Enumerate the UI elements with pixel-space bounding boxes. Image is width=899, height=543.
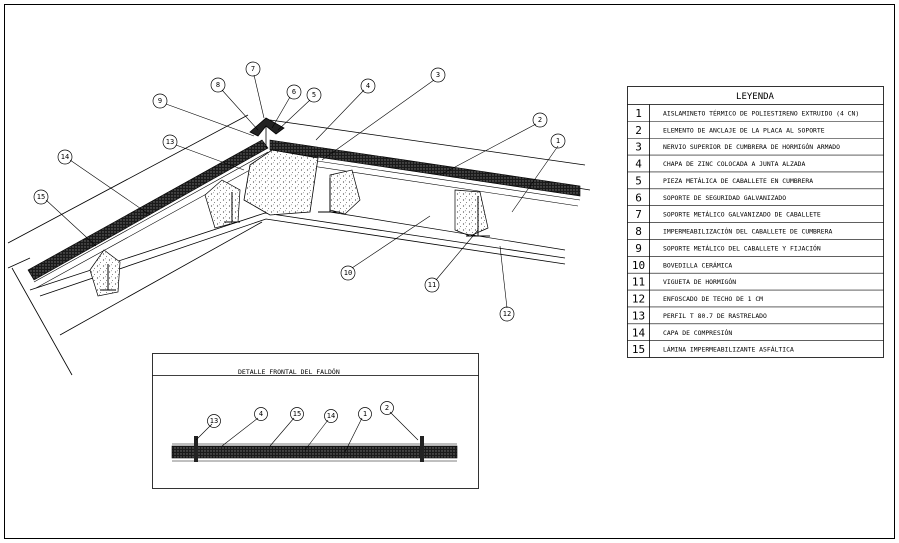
detail-callout-2: 2 — [385, 404, 389, 412]
drawing-frame — [4, 4, 895, 539]
legend-item-number: 14 — [632, 326, 646, 339]
legend-item-text: CHAPA DE ZINC COLOCADA A JUNTA ALZADA — [663, 160, 806, 168]
legend-item-number: 9 — [635, 242, 642, 255]
callout-3: 3 — [436, 71, 440, 79]
roof-section-drawing — [7, 114, 591, 376]
callout-5: 5 — [312, 91, 316, 99]
legend-item-number: 8 — [635, 225, 642, 238]
callout-10: 10 — [344, 269, 352, 277]
callout-2: 2 — [538, 116, 542, 124]
legend-item-text: PERFIL T 80.7 DE RASTRELADO — [663, 312, 767, 320]
legend-table: LEYENDA 1 AISLAMINETO TÉRMICO DE POLIESTI… — [627, 86, 884, 358]
legend-item-text: NERVIO SUPERIOR DE CUMBRERA DE HORMIGÓN … — [663, 142, 840, 151]
detail-callout-1: 1 — [363, 410, 367, 418]
legend-item-number: 2 — [635, 124, 642, 137]
legend-item-text: IMPERMEABILIZACIÓN DEL CABALLETE DE CUMB… — [663, 227, 832, 236]
legend-item-number: 7 — [635, 208, 642, 221]
callout-4: 4 — [366, 82, 370, 90]
callout-14: 14 — [61, 153, 69, 161]
legend-item-text: SOPORTE METÁLICO GALVANIZADO DE CABALLET… — [663, 210, 821, 219]
legend-item-text: AISLAMINETO TÉRMICO DE POLIESTIRENO EXTR… — [663, 109, 859, 118]
legend-item-number: 3 — [635, 141, 642, 154]
legend-item-number: 13 — [632, 309, 645, 322]
legend-item-number: 11 — [632, 276, 645, 289]
legend-item-number: 1 — [635, 107, 642, 120]
legend-item-text: SOPORTE DE SEGURIDAD GALVANIZADO — [663, 194, 786, 202]
callout-12: 12 — [503, 310, 511, 318]
ridge-cap — [249, 117, 285, 137]
callout-9: 9 — [158, 97, 162, 105]
insulation-band-right — [269, 139, 581, 197]
legend-item-text: BOVEDILLA CERÁMICA — [663, 260, 732, 269]
detail-callout-4: 4 — [259, 410, 263, 418]
detail-callout-14: 14 — [327, 412, 335, 420]
callout-7: 7 — [251, 65, 255, 73]
legend-item-text: CAPA DE COMPRESIÓN — [663, 328, 732, 337]
detail-box: DETALLE FRONTAL DEL FALDÓN 13 4 15 14 1 … — [152, 353, 479, 489]
legend-item-number: 10 — [632, 259, 645, 272]
legend-item-number: 6 — [635, 191, 642, 204]
legend-item-text: SOPORTE METÁLICO DEL CABALLETE Y FIJACIÓ… — [663, 243, 821, 252]
legend-item-number: 15 — [632, 343, 645, 356]
legend-item-text: VIGUETA DE HORMIGÓN — [663, 277, 736, 286]
insulation-band-left — [27, 139, 269, 281]
legend-item-text: ELEMENTO DE ANCLAJE DE LA PLACA AL SOPOR… — [663, 126, 825, 134]
detail-callout-15: 15 — [293, 410, 301, 418]
legend-title: LEYENDA — [736, 92, 775, 102]
callout-13: 13 — [166, 138, 174, 146]
ridge-concrete-rib — [243, 149, 319, 216]
legend-item-number: 12 — [632, 293, 645, 306]
detail-callout-13: 13 — [210, 417, 218, 425]
callout-8: 8 — [216, 81, 220, 89]
legend-item-text: LÁMINA IMPERMEABILIZANTE ASFÁLTICA — [663, 345, 794, 354]
legend-item-text: PIEZA METÁLICA DE CABALLETE EN CUMBRERA — [663, 176, 813, 185]
detail-roof-layer — [171, 445, 458, 459]
callout-15: 15 — [37, 193, 45, 201]
detail-title: DETALLE FRONTAL DEL FALDÓN — [238, 367, 340, 376]
callout-11: 11 — [428, 281, 436, 289]
legend-item-text: ENFOSCADO DE TECHO DE 1 CM — [663, 295, 763, 303]
legend-item-number: 4 — [635, 158, 642, 171]
main-callouts: 1 2 3 4 5 6 7 8 9 10 — [33, 61, 566, 322]
callout-1: 1 — [556, 137, 560, 145]
legend-item-number: 5 — [635, 174, 642, 187]
callout-6: 6 — [292, 88, 296, 96]
